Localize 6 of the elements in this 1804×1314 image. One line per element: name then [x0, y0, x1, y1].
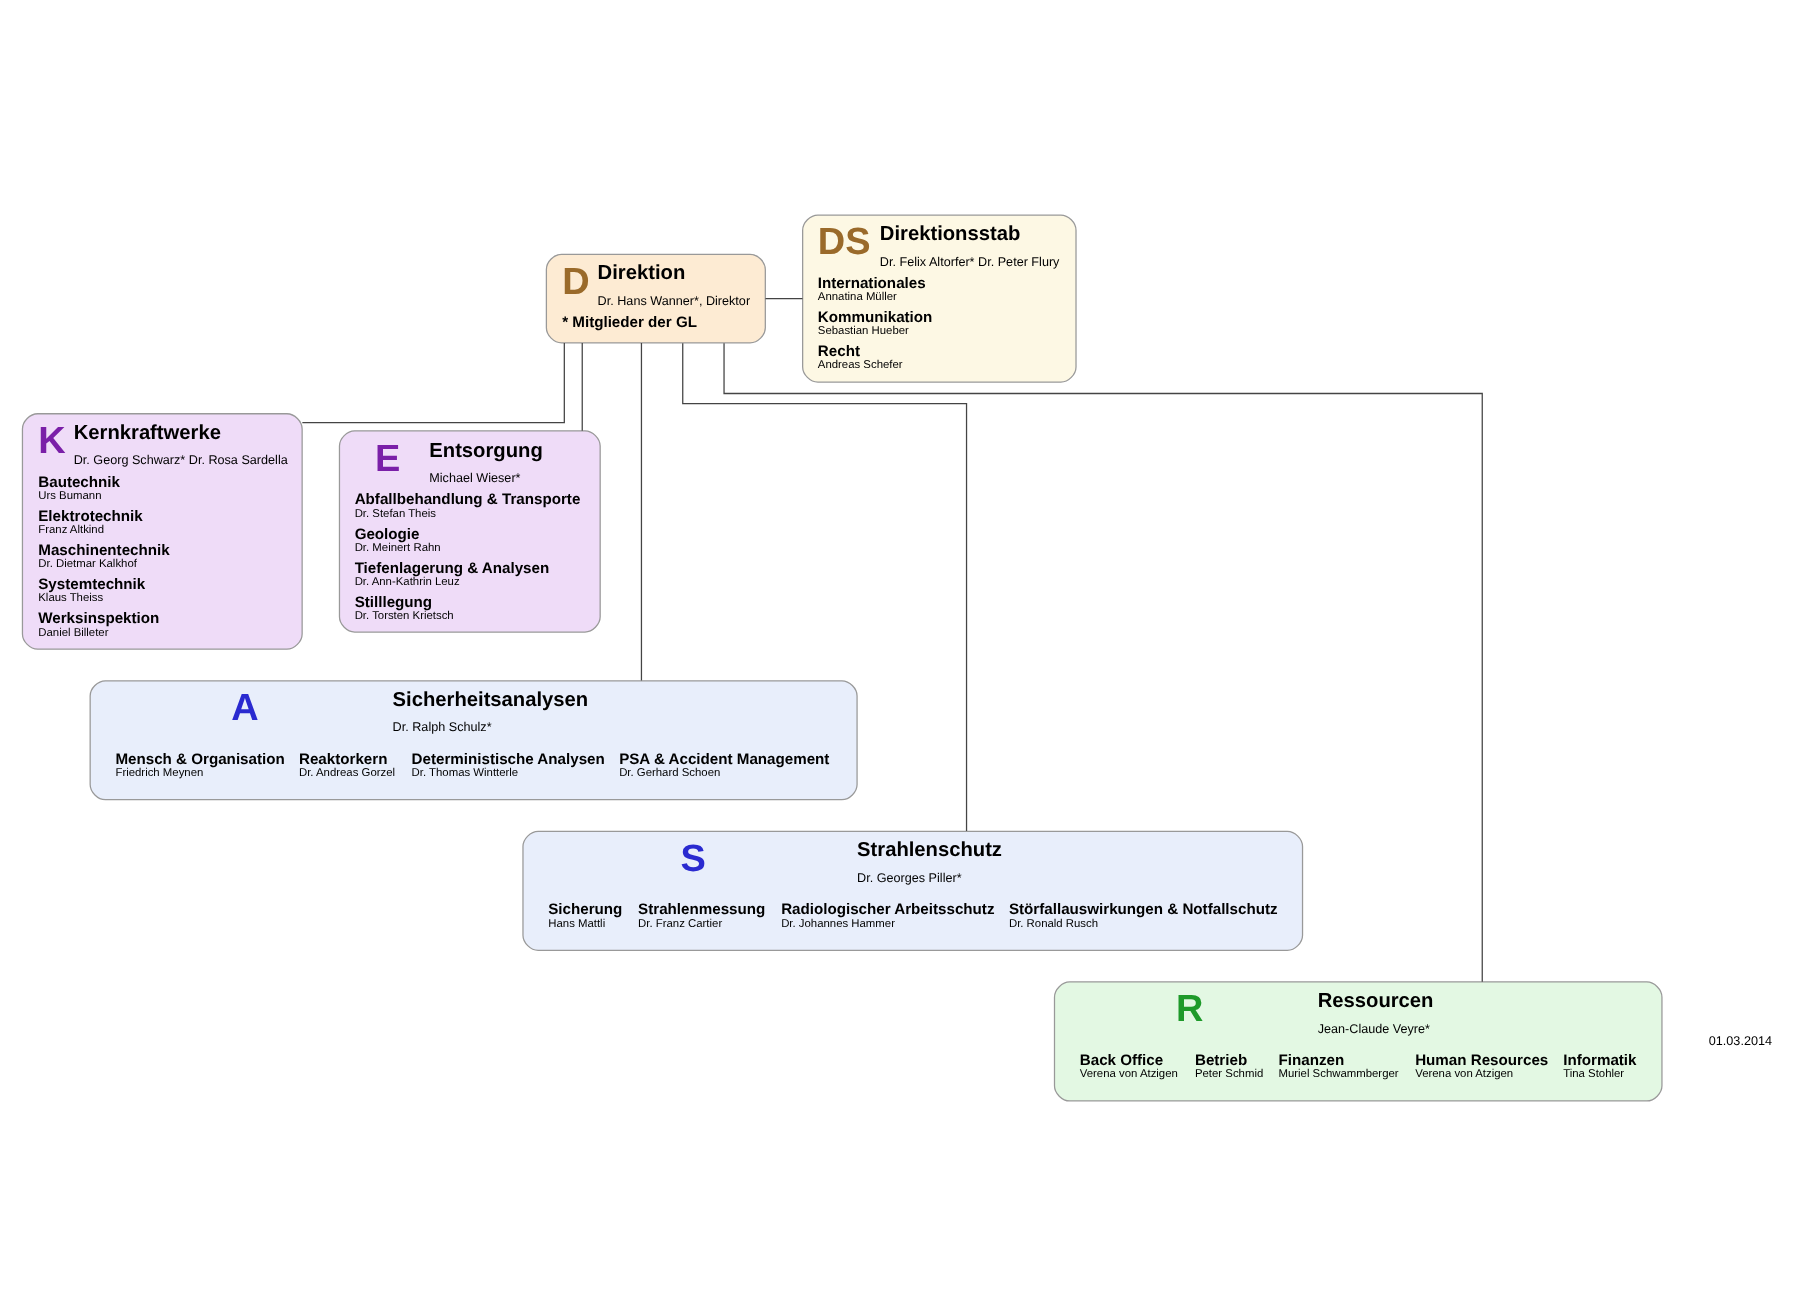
- connector: [723, 341, 1483, 982]
- connector: [301, 341, 565, 423]
- connector: [581, 341, 583, 431]
- connector: [764, 296, 804, 299]
- connector: [682, 341, 968, 831]
- connector: [640, 341, 643, 681]
